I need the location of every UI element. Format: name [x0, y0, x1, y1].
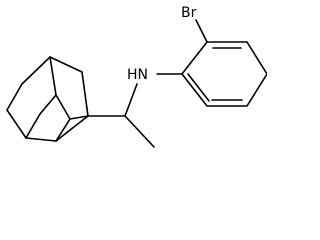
- ethyl-linker: [87, 83, 155, 148]
- molecule-canvas: HN Br: [6, 5, 267, 148]
- amine-label: HN: [127, 67, 148, 83]
- c-br-bond: [195, 19, 208, 43]
- molecule-structure: HN Br: [6, 5, 267, 148]
- benzene-ring: [181, 41, 267, 107]
- adamantyl-cage: [6, 56, 89, 142]
- bromine-label: Br: [181, 5, 197, 21]
